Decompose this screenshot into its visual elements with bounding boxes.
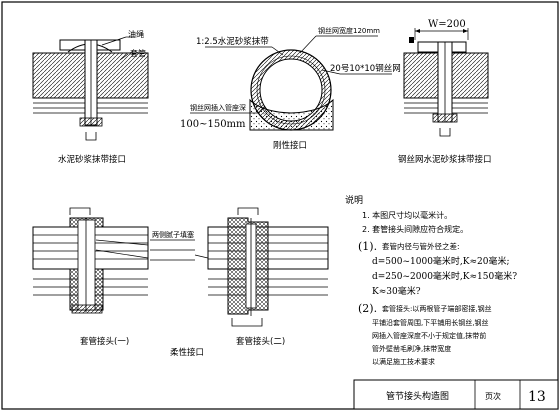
notes-heading: 说明 [345,194,363,206]
label-mesh-width: 钢丝网宽度120mm [318,26,380,35]
note-p2d: 管外壁凿毛刷净,抹带宽度 [372,344,451,353]
label-rope: 油绳 [128,29,144,39]
caption-flexible-joint: 柔性接口 [170,347,204,358]
label-sleeve: 套管 [130,48,146,58]
note-p2b: 平铺沿套管周围,下平铺用长钢丝,钢丝 [372,318,488,327]
note-p1: (1). [358,240,377,253]
label-bar-spec: 20号10*10钢丝网 [330,63,401,74]
title-block-title: 管节接头构造图 [386,390,449,402]
note-1: 1. 本图尺寸均以毫米计。 [362,210,452,220]
caption-flex-2: 套管接头(二) [236,336,285,347]
title-block-page-no: 13 [528,389,546,405]
label-flex-note: 两侧腻子填塞 [152,230,194,239]
sleeve-joint-2 [207,207,329,327]
note-p1c: d=250~2000毫米时,K≈150毫米? [372,270,517,282]
notes-block: 说明 1. 本图尺寸均以毫米计。 2. 套管接头间隙应符合规定。 (1). 套管… [345,194,517,366]
label-mortar-belt: 1:2.5水泥砂浆抹带 [196,36,269,47]
note-p1b: d=500~1000毫米时,K≈20毫米; [372,255,510,267]
note-p1a: 套管内径与管外径之差: [382,241,460,251]
mesh-band-joint [403,28,489,137]
caption-mortar-band: 水泥砂浆抹带接口 [58,154,126,165]
label-w-dim: W=200 [428,19,466,30]
label-insert-depth: 钢丝网插入管座深 [190,103,246,112]
label-insert-range: 100~150mm [180,119,246,130]
note-p2c: 网插入管座深度不小于规定值,抹带前 [372,331,486,340]
mortar-band-joint [32,36,149,141]
note-p2a: 套管接头:以两根管子端部密接,钢丝 [382,304,492,313]
note-p1d: K≈30毫米? [372,285,421,297]
caption-flex-1: 套管接头(一) [80,336,129,347]
note-p2: (2). [358,302,377,315]
caption-rigid-joint: 刚性接口 [273,140,307,151]
caption-mesh-band: 钢丝网水泥砂浆抹带接口 [398,154,492,165]
note-2: 2. 套管接头间隙应符合规定。 [362,224,468,234]
sleeve-joint-1 [32,207,149,314]
title-block-frame [353,379,559,410]
title-block-page-label: 页次 [485,391,501,401]
note-p2e: 以满足施工技术要求 [372,357,435,366]
rigid-joint [190,35,392,131]
